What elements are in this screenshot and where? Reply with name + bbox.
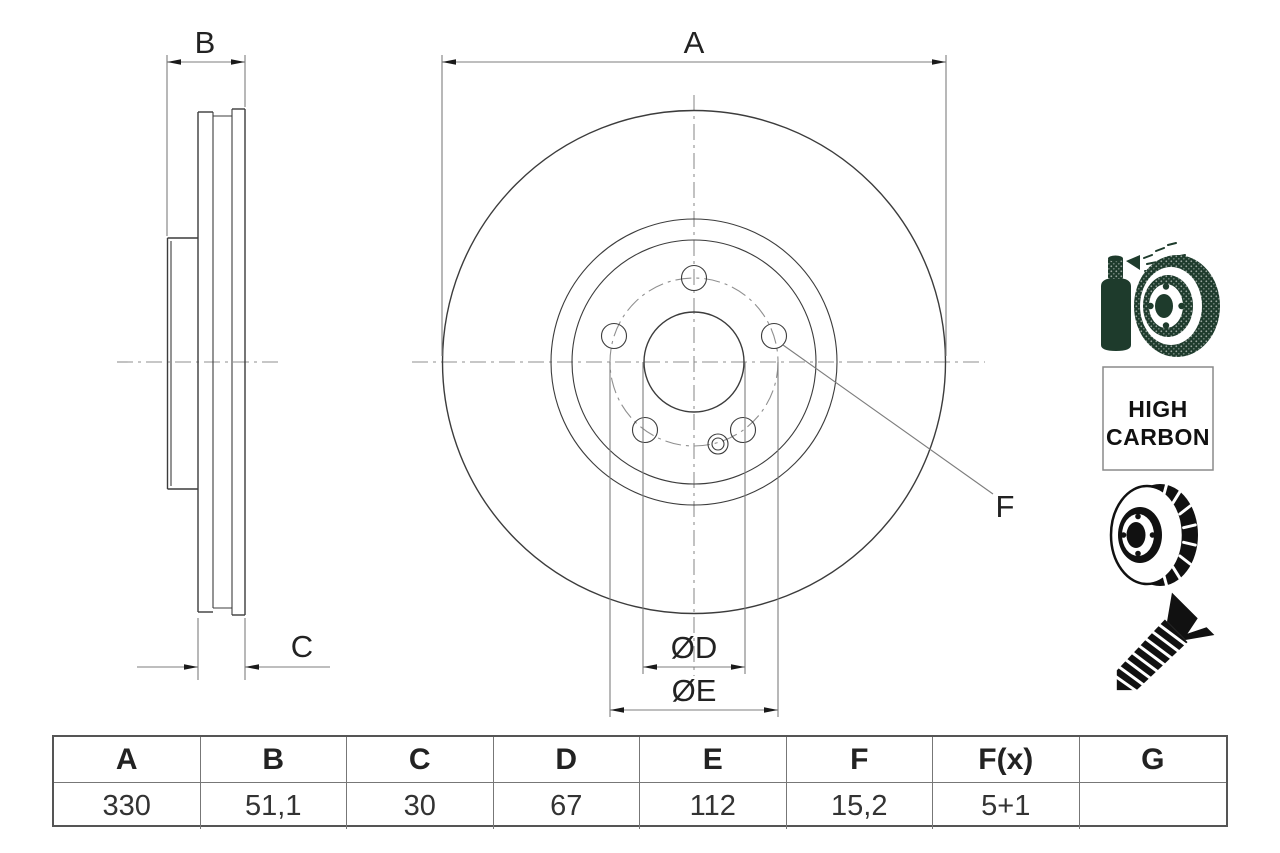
friction-ring-inner-circle (550, 218, 838, 506)
countersunk-screw-icon (1110, 592, 1215, 693)
dimension-e-diameter: ØE (609, 362, 779, 717)
spec-col-header: D (493, 737, 640, 783)
coating-spray-disc-icon (1101, 242, 1220, 357)
dimension-c: C (137, 618, 330, 680)
spec-table: A B C D E F F(x) G 330 51,1 30 67 112 15… (52, 735, 1228, 829)
dimension-b-label: B (195, 25, 216, 60)
spec-col-header: E (640, 737, 787, 783)
vented-disc-icon (1109, 479, 1198, 591)
spec-col-header: B (200, 737, 347, 783)
spec-value-cell (1080, 783, 1227, 829)
dimension-f-label: F (996, 489, 1015, 524)
spec-value-cell: 67 (494, 783, 640, 829)
spec-col-header: C (347, 737, 494, 783)
dimension-b: B (166, 25, 246, 236)
screw-threads (1110, 622, 1188, 693)
high-carbon-line1: HIGH (1128, 396, 1188, 422)
locating-pin-hole (707, 433, 729, 455)
dimension-d-diameter: ØD (642, 362, 746, 674)
center-bore-circle (643, 311, 745, 413)
bolt-holes (600, 264, 788, 444)
front-view (412, 95, 985, 676)
high-carbon-badge: HIGH CARBON (1102, 366, 1214, 471)
dimension-a: A (441, 25, 947, 356)
spec-col-header: F (786, 737, 933, 783)
brake-disc-drawing: B A C ØD (117, 25, 1220, 717)
outer-diameter-circle (441, 109, 947, 615)
high-carbon-line2: CARBON (1106, 424, 1210, 450)
dimension-e-label: ØE (672, 673, 717, 708)
spec-col-header: G (1079, 737, 1226, 783)
dimension-d-label: ØD (671, 630, 718, 665)
dimension-c-label: C (291, 629, 313, 664)
vent-slots (1162, 479, 1197, 591)
spec-value-cell: 51,1 (201, 783, 347, 829)
spec-value-cell: 5+1 (933, 783, 1080, 829)
spec-value-cell: 15,2 (787, 783, 933, 829)
hat-circle (571, 239, 817, 485)
spec-col-header: F(x) (933, 737, 1080, 783)
spec-value-cell: 330 (54, 783, 201, 829)
spec-value-cell: 30 (347, 783, 494, 829)
dimension-f-leader: F (782, 344, 1015, 524)
spray-can (1101, 278, 1131, 351)
spec-value-cell: 112 (640, 783, 787, 829)
dimension-a-label: A (684, 25, 705, 60)
side-view (117, 108, 281, 616)
spec-col-header: A (54, 737, 201, 783)
